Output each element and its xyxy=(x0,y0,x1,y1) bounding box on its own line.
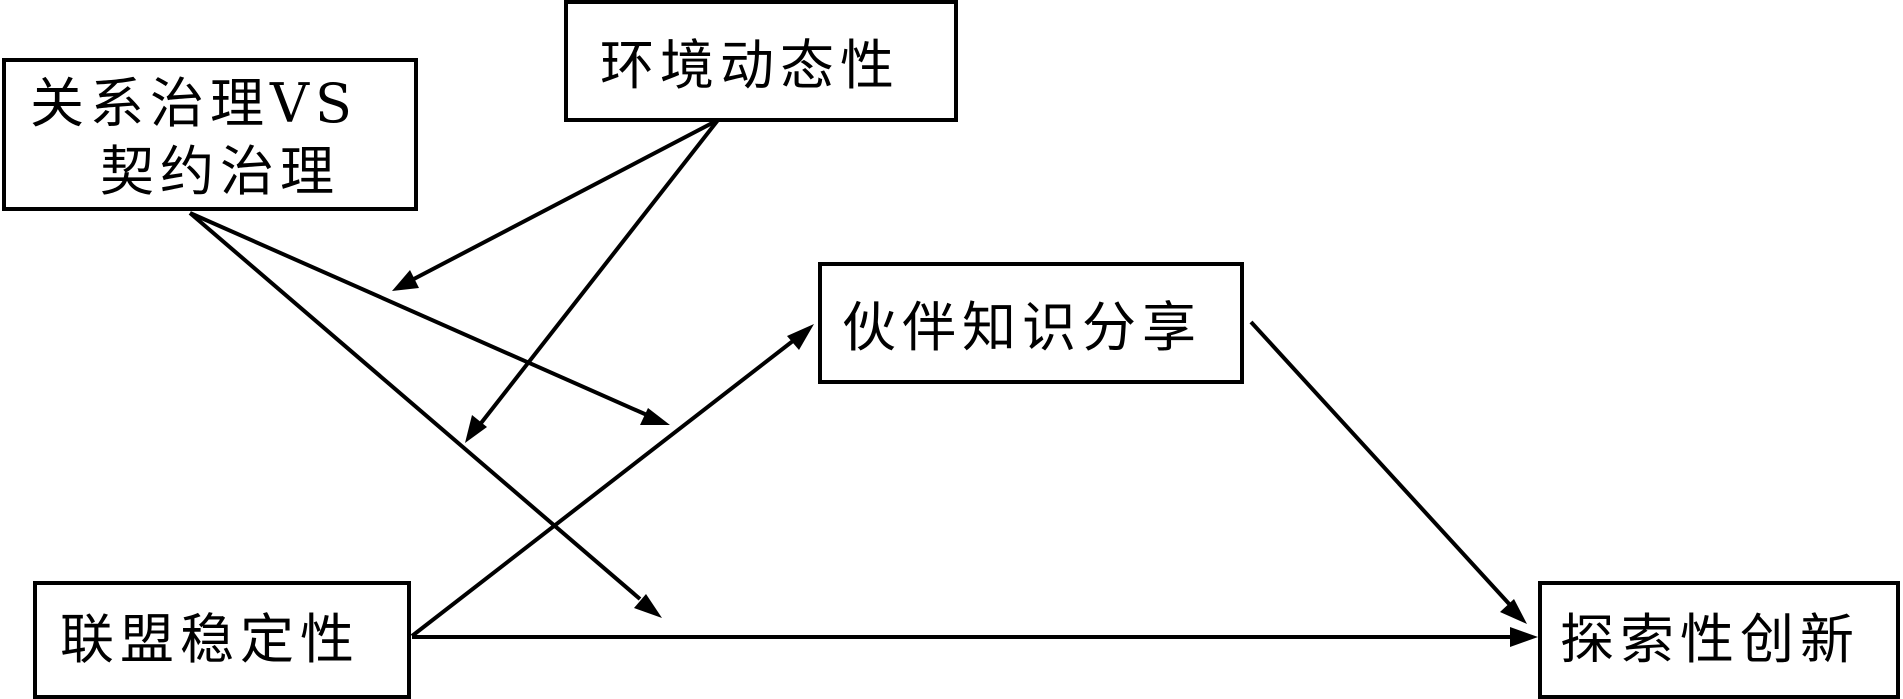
node-governance-label-line2: 契约治理 xyxy=(100,140,340,203)
node-knowledge-sharing: 伙伴知识分享 xyxy=(818,262,1244,384)
edge-governance-to-stability-knowledge-path xyxy=(189,211,648,417)
arrowhead-environment-to-lower-moderation xyxy=(465,415,487,443)
node-exploratory-innovation-label: 探索性创新 xyxy=(1560,608,1860,671)
node-governance-label-line1: 关系治理VS xyxy=(30,72,358,135)
arrowhead-knowledge-sharing-to-innovation xyxy=(1500,599,1527,624)
arrowhead-stability-to-knowledge-sharing xyxy=(787,324,814,350)
node-environment: 环境动态性 xyxy=(564,0,958,122)
arrowhead-environment-to-upper-moderation xyxy=(392,270,419,291)
edge-governance-to-stability-innovation-path xyxy=(188,211,642,601)
arrowhead-governance-to-mediation-path xyxy=(640,408,670,425)
node-alliance-stability: 联盟稳定性 xyxy=(33,581,411,699)
arrowhead-governance-to-main-path xyxy=(634,594,662,618)
edge-environment-to-upper-moderation xyxy=(409,118,719,283)
node-governance: 关系治理VS 契约治理 xyxy=(2,58,418,211)
node-alliance-stability-label: 联盟稳定性 xyxy=(60,608,360,671)
node-environment-label: 环境动态性 xyxy=(600,34,900,97)
edge-environment-to-lower-moderation xyxy=(476,118,720,429)
arrowhead-stability-to-innovation xyxy=(1510,627,1538,647)
edge-stability-to-knowledge-sharing xyxy=(410,335,800,638)
edge-knowledge-sharing-to-innovation xyxy=(1249,320,1513,608)
node-exploratory-innovation: 探索性创新 xyxy=(1538,581,1900,699)
node-knowledge-sharing-label: 伙伴知识分享 xyxy=(842,296,1202,359)
edges xyxy=(188,118,1538,647)
